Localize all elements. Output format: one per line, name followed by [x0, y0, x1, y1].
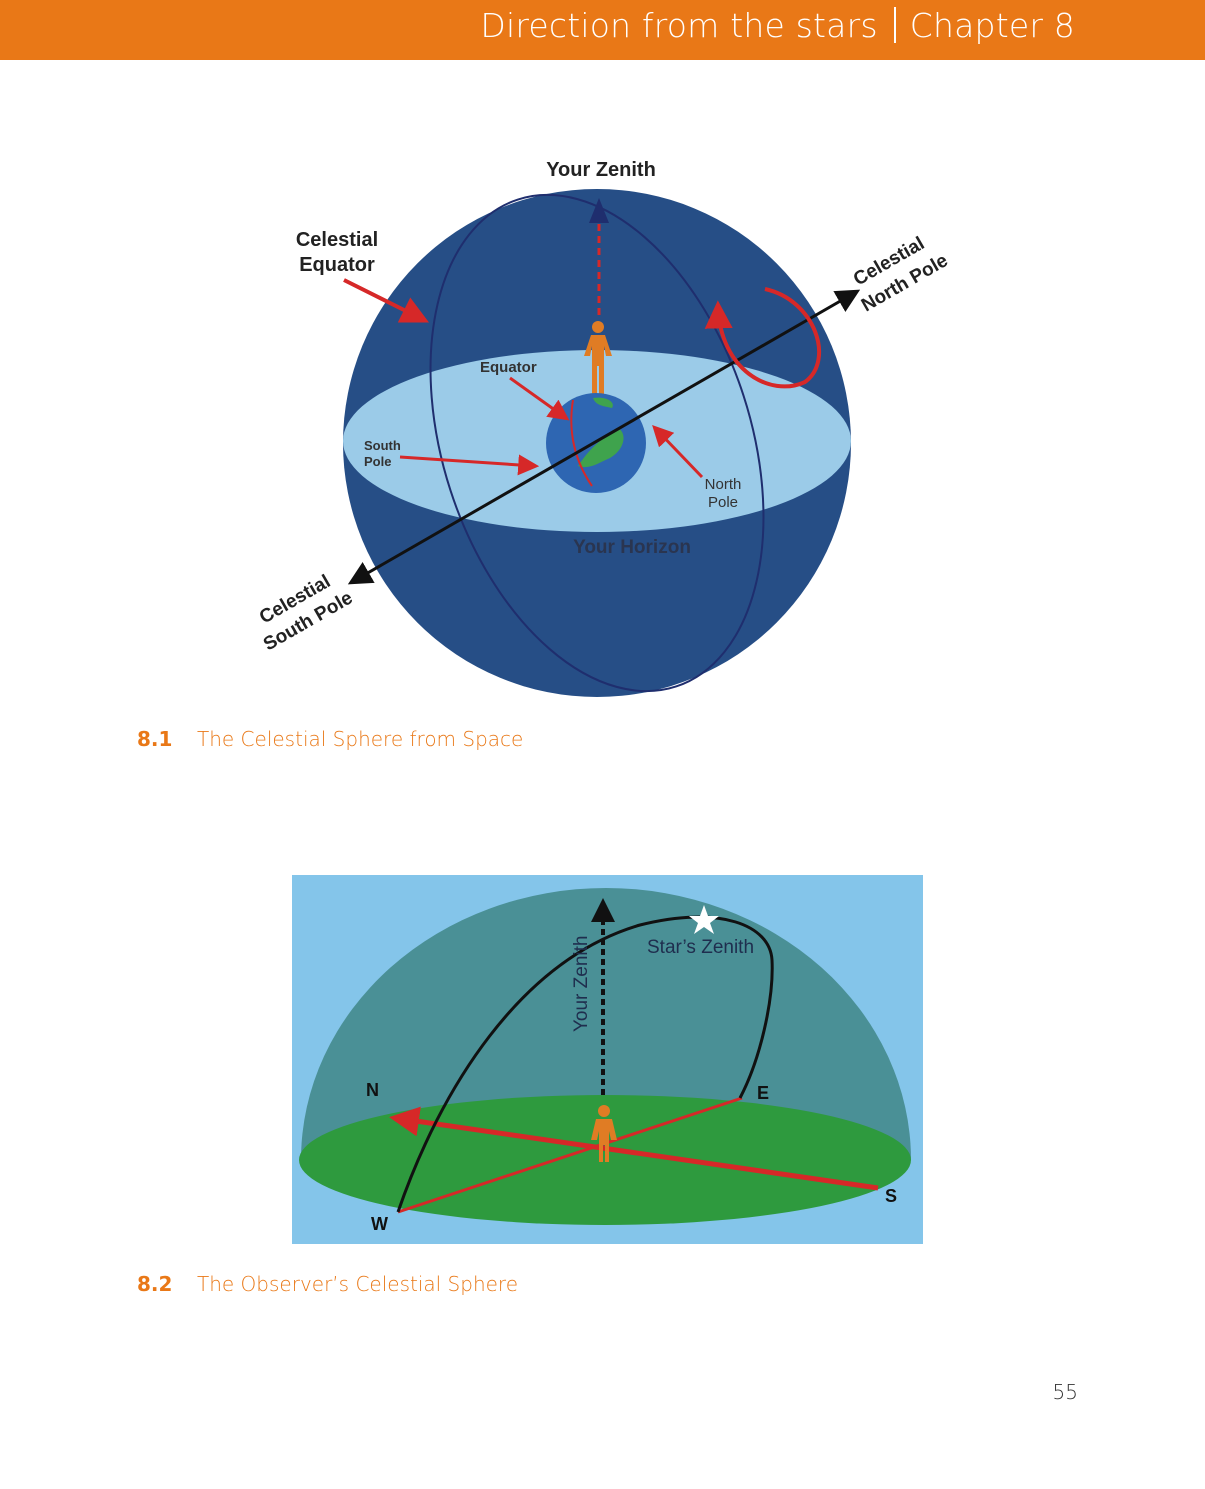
south-label: S: [885, 1186, 897, 1206]
earth-north-pole-label-line1: North: [705, 476, 742, 493]
east-label: E: [757, 1083, 769, 1103]
header-title: Direction from the stars Chapter 8: [480, 6, 1075, 45]
figure-caption-number: 8.1: [137, 727, 173, 751]
figure-caption-text: The Observer’s Celestial Sphere: [197, 1272, 519, 1296]
star-icon: [689, 905, 719, 934]
equator-label: Equator: [480, 359, 537, 376]
north-label: N: [366, 1080, 379, 1100]
figure-caption-number: 8.2: [137, 1272, 173, 1296]
earth-north-pole-label-line2: Pole: [708, 494, 738, 511]
south-pole-pointer: [399, 454, 540, 476]
chapter-label: Chapter 8: [909, 6, 1075, 45]
zenith-label: Your Zenith: [546, 159, 656, 181]
figure-caption-text: The Celestial Sphere from Space: [197, 727, 524, 751]
celestial-equator-pointer: [343, 278, 430, 323]
celestial-sphere-diagram: Your Zenith Celestial Equator Celestial …: [256, 159, 952, 697]
celestial-axis-arrow: [347, 289, 861, 585]
star-path-arc: [396, 915, 774, 1213]
figure-caption-2: 8.2 The Observer’s Celestial Sphere: [137, 1272, 518, 1296]
observer-celestial-sphere-diagram: Your Zenith Star’s Zenith N E S W: [292, 875, 923, 1244]
rotation-arrow: [704, 287, 822, 389]
celestial-equator-label-line1: Celestial: [296, 229, 378, 251]
east-west-line: [397, 1096, 743, 1214]
page-number: 55: [1052, 1380, 1078, 1404]
section-title: Direction from the stars: [480, 6, 878, 45]
west-label: W: [371, 1214, 388, 1234]
celestial-equator-label-line2: Equator: [299, 254, 375, 276]
north-pole-pointer: [652, 424, 704, 479]
equator-pointer: [509, 376, 570, 421]
stars-zenith-label: Star’s Zenith: [647, 937, 754, 958]
chapter-header-bar: Direction from the stars Chapter 8: [0, 0, 1205, 60]
horizon-label: Your Horizon: [573, 537, 691, 558]
header-divider: [893, 7, 896, 43]
observer-figure-small: [591, 1105, 617, 1162]
earth-south-pole-label-line2: Pole: [364, 454, 391, 469]
your-zenith-arrowhead: [591, 898, 615, 922]
zenith-arrowhead: [589, 198, 609, 223]
figure-caption-1: 8.1 The Celestial Sphere from Space: [137, 727, 523, 751]
your-zenith-label: Your Zenith: [571, 936, 592, 1032]
north-south-arrow: [389, 1106, 879, 1191]
earth-south-pole-label-line1: South: [364, 438, 401, 453]
